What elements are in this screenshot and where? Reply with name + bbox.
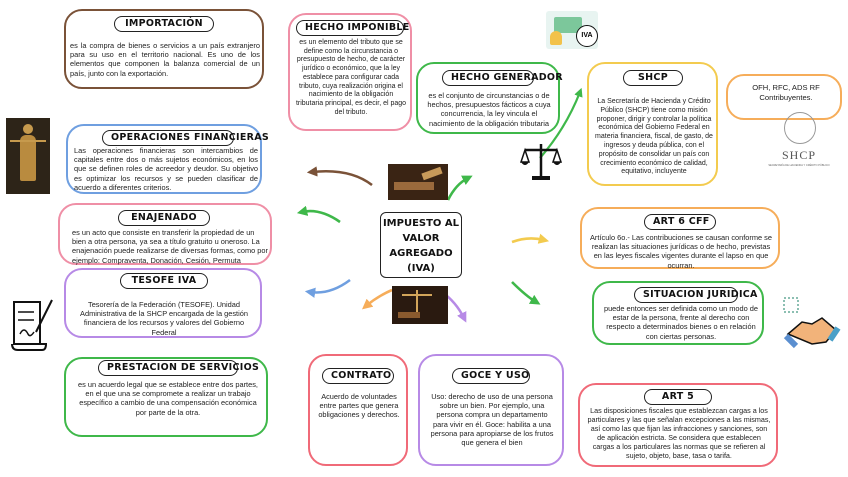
- gavel-books-image: [388, 164, 448, 200]
- prestacion-title: PRESTACION DE SERVICIOS: [98, 360, 259, 376]
- operaciones-body: Las operaciones financieras son intercam…: [74, 146, 258, 192]
- importacion-body: es la compra de bienes o servicios a un …: [70, 41, 260, 78]
- contract-scroll-icon: [6, 296, 54, 352]
- operaciones-title: OPERACIONES FINANCIERAS: [102, 130, 269, 146]
- goce-title: GOCE Y USO: [452, 368, 530, 384]
- hecho-generador-body: es el conjunto de circunstancias o de he…: [427, 91, 551, 128]
- iva-badge: IVA: [576, 25, 598, 47]
- arrow-to-contrato: [362, 288, 393, 310]
- node-prestacion-servicios: PRESTACION DE SERVICIOS es un acuerdo le…: [64, 357, 268, 437]
- art6-body: Artículo 6o.- Las contribuciones se caus…: [590, 233, 772, 270]
- node-goce-uso: GOCE Y USO Uso: derecho de uso de una pe…: [418, 354, 564, 466]
- art5-body: Las disposiciones fiscales que establezc…: [587, 406, 771, 460]
- node-shcp: SHCP La Secretaría de Hacienda y Crédito…: [587, 62, 718, 186]
- arrow-to-enajenado: [296, 205, 341, 224]
- center-line-3: AGREGADO: [389, 248, 453, 259]
- shcp-logo: SHCP SECRETARÍA DE HACIENDA Y CRÉDITO PÚ…: [768, 112, 840, 176]
- contribuyentes-body: OFH, RFC, ADS RF Contribuyentes.: [752, 83, 820, 102]
- hecho-generador-title: HECHO GENERADOR: [442, 70, 563, 86]
- importacion-title: IMPORTACIÓN: [114, 16, 214, 32]
- enajenado-body: es un acto que consiste en transferir la…: [72, 228, 268, 265]
- situacion-title: SITUACION JURIDICA: [634, 287, 757, 303]
- arrow-to-tesofe: [304, 278, 351, 298]
- arrow-to-hecho-generador: [446, 175, 473, 201]
- node-art-6-cff: ART 6 CFF Artículo 6o.- Las contribucion…: [580, 207, 780, 270]
- hecho-imponible-title: HECHO IMPONIBLE: [296, 20, 409, 36]
- shcp-logo-subtext: SECRETARÍA DE HACIENDA Y CRÉDITO PÚBLICO: [768, 164, 830, 167]
- center-node-iva: IMPUESTO AL VALOR AGREGADO (IVA): [380, 212, 462, 278]
- node-operaciones-financieras: OPERACIONES FINANCIERAS Las operaciones …: [66, 124, 269, 194]
- arrow-to-situacion: [511, 281, 541, 305]
- tesofe-body: Tesorería de la Federación (TESOFE). Uni…: [80, 300, 248, 337]
- center-line-1: IMPUESTO AL: [382, 218, 460, 229]
- arrow-to-operaciones: [306, 166, 373, 187]
- node-importacion: IMPORTACIÓN es la compra de bienes o ser…: [64, 9, 264, 89]
- arrow-to-art6: [511, 233, 550, 244]
- money-iva-icon: IVA: [546, 11, 598, 49]
- shcp-title: SHCP: [623, 70, 683, 86]
- node-art-5: ART 5 Las disposiciones fiscales que est…: [578, 383, 778, 467]
- gavel-scales-image: [392, 286, 448, 324]
- tesofe-title: TESOFE IVA: [120, 273, 208, 289]
- contrato-body: Acuerdo de voluntades entre partes que g…: [318, 392, 400, 420]
- node-tesofe-iva: TESOFE IVA Tesorería de la Federación (T…: [64, 268, 262, 338]
- node-hecho-imponible: HECHO IMPONIBLE es un elemento del tribu…: [288, 13, 412, 131]
- shcp-body: La Secretaría de Hacienda y Crédito Públ…: [595, 98, 713, 176]
- node-contribuyentes: OFH, RFC, ADS RF Contribuyentes.: [726, 74, 842, 120]
- situacion-body: puede entonces ser definida como un modo…: [603, 304, 759, 341]
- enajenado-title: ENAJENADO: [118, 210, 210, 226]
- handshake-icon: [782, 296, 842, 356]
- arrow-to-shcp: [539, 87, 583, 159]
- center-line-4: (IVA): [407, 263, 435, 274]
- prestacion-body: es un acuerdo legal que se establece ent…: [78, 380, 258, 417]
- node-enajenado: ENAJENADO es un acto que consiste en tra…: [58, 203, 272, 265]
- art5-title: ART 5: [644, 389, 712, 405]
- shcp-logo-text: SHCP: [781, 148, 817, 162]
- eagle-seal-icon: [784, 112, 816, 144]
- goce-body: Uso: derecho de uso de una persona sobre…: [430, 392, 554, 448]
- node-situacion-juridica: SITUACION JURIDICA puede entonces ser de…: [592, 281, 764, 345]
- contrato-title: CONTRATO: [322, 368, 394, 384]
- art6-title: ART 6 CFF: [644, 214, 716, 230]
- node-hecho-generador: HECHO GENERADOR es el conjunto de circun…: [416, 62, 563, 134]
- scales-of-justice-icon: [519, 140, 563, 182]
- center-line-2: VALOR: [402, 233, 440, 244]
- node-contrato: CONTRATO Acuerdo de voluntades entre par…: [308, 354, 408, 466]
- hecho-imponible-body: es un elemento del tributo que se define…: [295, 39, 407, 116]
- justice-statue-image: [6, 118, 50, 194]
